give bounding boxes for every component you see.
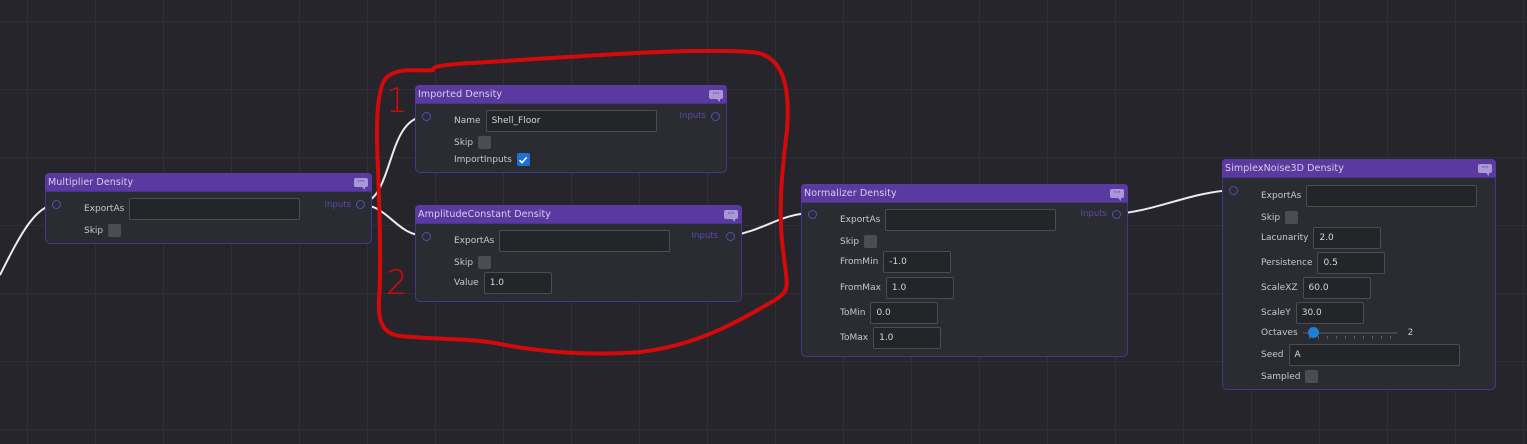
export-as-input[interactable] — [885, 209, 1057, 231]
to-max-input[interactable]: 1.0 — [873, 327, 942, 349]
output-port-label: Inputs — [691, 231, 718, 241]
checkmark-icon — [519, 156, 528, 164]
node-header[interactable]: Imported Density ··· — [415, 85, 727, 104]
input-port[interactable] — [1229, 186, 1238, 195]
sampled-label: Sampled — [1261, 371, 1301, 382]
persistence-label: Persistence — [1261, 258, 1313, 268]
octaves-slider[interactable] — [1302, 327, 1397, 339]
scale-xz-input[interactable]: 60.0 — [1302, 277, 1371, 299]
export-as-input[interactable] — [129, 198, 301, 220]
to-max-label: ToMax — [840, 333, 869, 343]
persistence-input[interactable]: 0.5 — [1317, 252, 1386, 274]
skip-checkbox[interactable] — [1285, 211, 1299, 224]
comment-bubble-icon[interactable]: ··· — [709, 89, 723, 102]
skip-checkbox[interactable] — [478, 136, 492, 149]
skip-label: Skip — [454, 137, 474, 148]
node-normalizer-density[interactable]: Normalizer Density ··· Inputs ExportAs S… — [801, 184, 1128, 357]
from-min-label: FromMin — [840, 257, 879, 267]
sampled-checkbox[interactable] — [1305, 370, 1319, 383]
node-header[interactable]: Multiplier Density ··· — [45, 173, 372, 192]
output-port-label: Inputs — [324, 200, 351, 210]
input-port[interactable] — [52, 200, 61, 209]
from-min-input[interactable]: -1.0 — [883, 251, 952, 273]
octaves-value: 2 — [1407, 328, 1414, 338]
seed-label: Seed — [1261, 350, 1284, 360]
node-title: Imported Density — [418, 88, 503, 100]
node-header[interactable]: SimplexNoise3D Density ··· — [1222, 159, 1496, 178]
annotation-number-2: 2 — [386, 263, 408, 303]
output-port-label: Inputs — [1080, 209, 1107, 219]
node-header[interactable]: AmplitudeConstant Density ··· — [415, 205, 742, 224]
slider-ticks — [1308, 336, 1395, 339]
comment-bubble-icon[interactable]: ··· — [724, 209, 738, 222]
scale-xz-label: ScaleXZ — [1261, 283, 1298, 293]
comment-bubble-icon[interactable]: ··· — [354, 177, 368, 190]
import-inputs-checkbox[interactable] — [516, 153, 530, 166]
node-title: Normalizer Density — [804, 187, 897, 199]
import-inputs-label: ImportInputs — [454, 154, 512, 165]
skip-label: Skip — [454, 257, 474, 268]
skip-checkbox[interactable] — [108, 224, 122, 237]
export-as-label: ExportAs — [840, 215, 881, 225]
node-title: AmplitudeConstant Density — [418, 208, 552, 220]
node-amplitude-constant-density[interactable]: AmplitudeConstant Density ··· Inputs Exp… — [415, 205, 742, 302]
export-as-label: ExportAs — [454, 236, 495, 246]
skip-checkbox[interactable] — [478, 256, 492, 269]
to-min-label: ToMin — [840, 308, 866, 318]
export-as-label: ExportAs — [84, 204, 125, 214]
from-max-label: FromMax — [840, 283, 881, 293]
node-title: Multiplier Density — [48, 176, 134, 188]
input-port[interactable] — [808, 210, 817, 219]
skip-label: Skip — [84, 225, 104, 236]
input-port[interactable] — [422, 232, 431, 241]
export-as-label: ExportAs — [1261, 191, 1302, 201]
input-port[interactable] — [422, 112, 431, 121]
node-title: SimplexNoise3D Density — [1225, 162, 1344, 174]
output-port[interactable] — [1112, 210, 1121, 219]
to-min-input[interactable]: 0.0 — [870, 302, 939, 324]
lacunarity-label: Lacunarity — [1261, 233, 1309, 243]
output-port[interactable] — [711, 112, 720, 121]
comment-bubble-icon[interactable]: ··· — [1110, 188, 1124, 201]
output-port-label: Inputs — [679, 111, 706, 121]
seed-input[interactable]: A — [1288, 344, 1460, 366]
skip-label: Skip — [840, 236, 860, 247]
annotation-number-1: 1 — [386, 81, 408, 121]
skip-checkbox[interactable] — [864, 235, 878, 248]
skip-label: Skip — [1261, 212, 1281, 223]
name-input[interactable]: Shell_Floor — [485, 110, 657, 132]
node-multiplier-density[interactable]: Multiplier Density ··· Inputs ExportAs S… — [45, 173, 372, 244]
output-port[interactable] — [356, 200, 365, 209]
scale-y-label: ScaleY — [1261, 308, 1291, 318]
slider-track — [1302, 332, 1397, 334]
value-label: Value — [454, 278, 479, 288]
value-input[interactable]: 1.0 — [483, 272, 552, 294]
lacunarity-input[interactable]: 2.0 — [1313, 227, 1382, 249]
node-imported-density[interactable]: Imported Density ··· Inputs Name Shell_F… — [415, 85, 727, 173]
export-as-input[interactable] — [1306, 185, 1478, 207]
export-as-input[interactable] — [499, 230, 671, 252]
comment-bubble-icon[interactable]: ··· — [1478, 163, 1492, 176]
output-port[interactable] — [726, 232, 735, 241]
scale-y-input[interactable]: 30.0 — [1295, 302, 1364, 324]
slider-knob[interactable] — [1307, 327, 1319, 338]
from-max-input[interactable]: 1.0 — [885, 277, 954, 299]
node-header[interactable]: Normalizer Density ··· — [801, 184, 1128, 203]
octaves-label: Octaves — [1261, 328, 1298, 338]
node-simplex-noise-3d-density[interactable]: SimplexNoise3D Density ··· ExportAs Skip… — [1222, 159, 1496, 390]
name-label: Name — [454, 116, 481, 126]
